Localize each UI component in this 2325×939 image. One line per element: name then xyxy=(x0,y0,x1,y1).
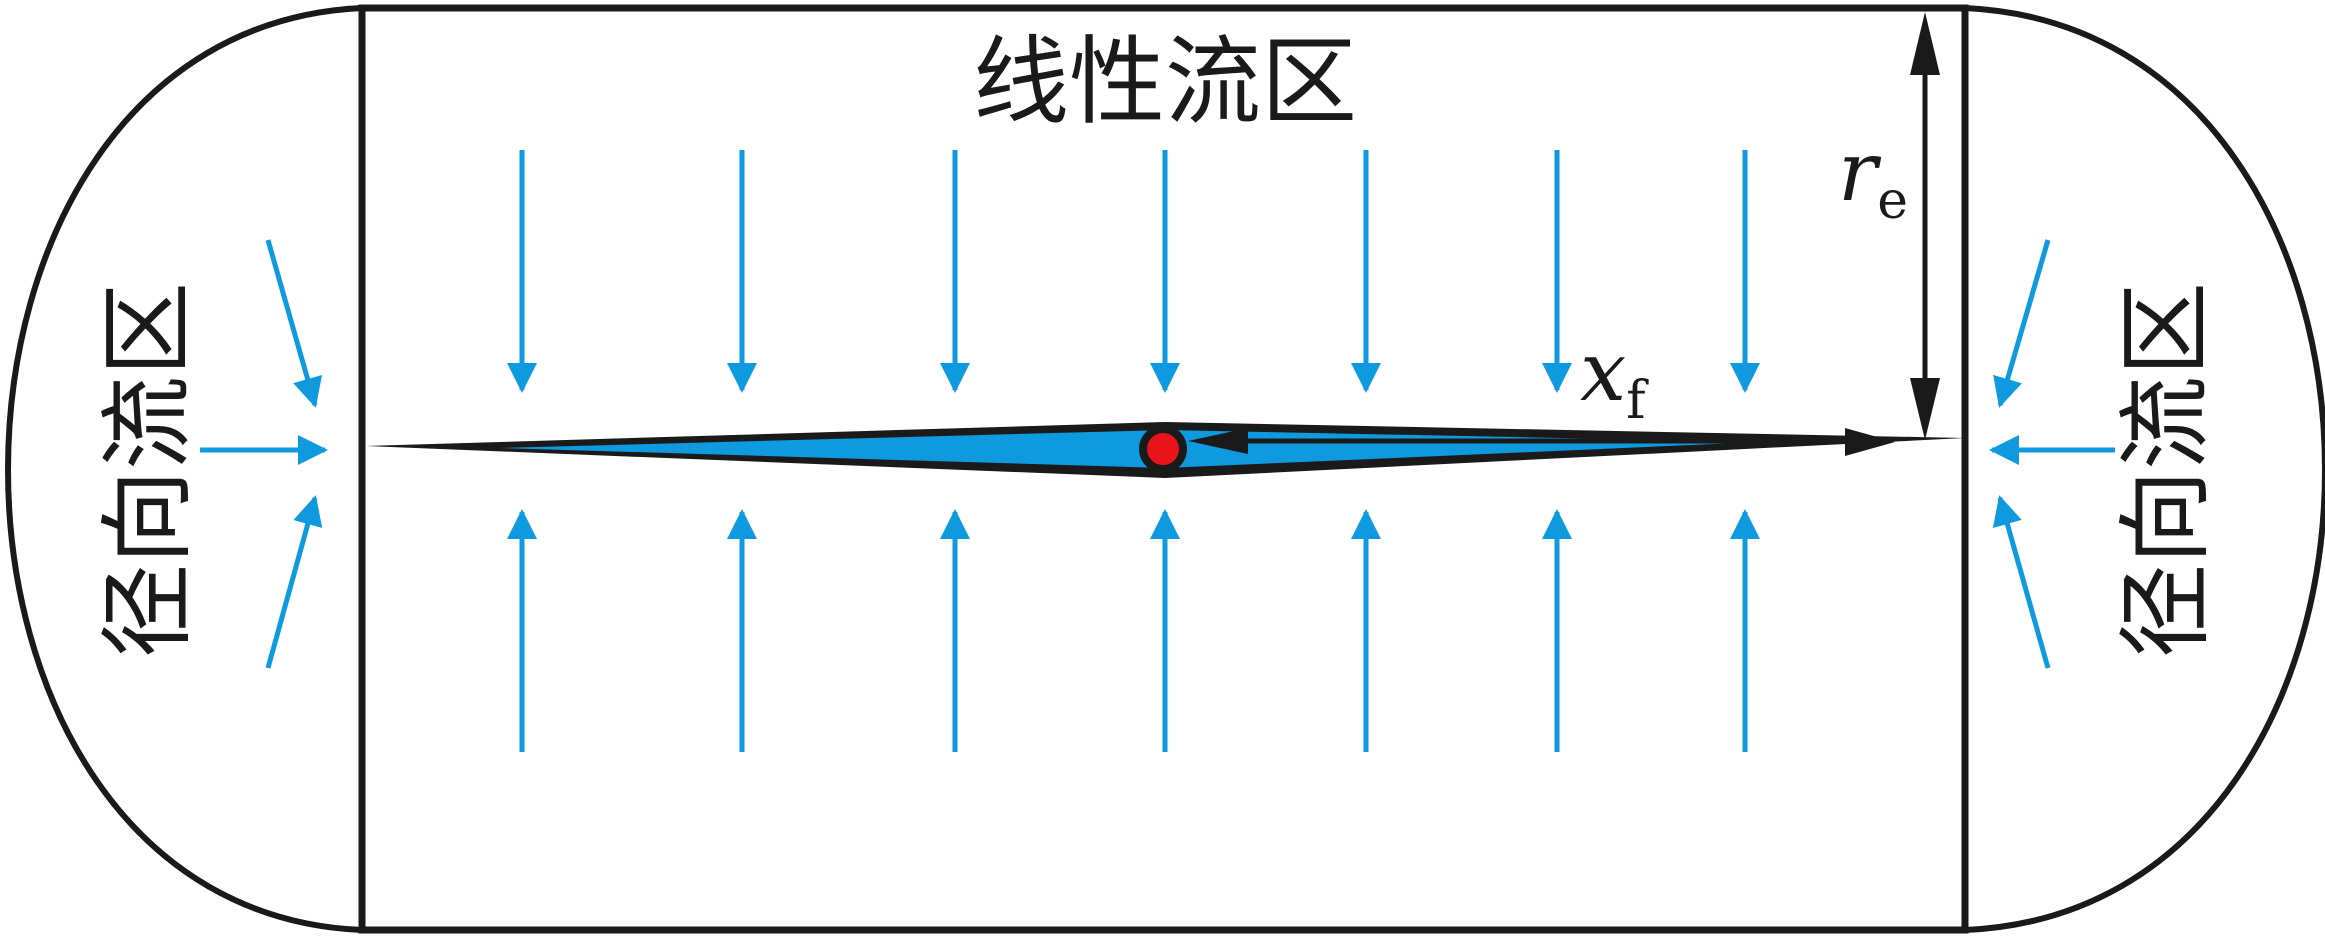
left-radial-boundary xyxy=(5,5,363,933)
re-arrowhead-top xyxy=(1910,12,1940,75)
radial-arrow-right-upper xyxy=(1993,239,2051,408)
linear-flow-arrows-bottom xyxy=(507,509,1760,752)
linear-flow-region-label: 线性流区 xyxy=(973,26,1357,138)
radial-flow-arrows-right xyxy=(1989,239,2115,669)
linear-flow-region-box xyxy=(358,4,1969,934)
svg-text:径向流区: 径向流区 xyxy=(2112,282,2221,658)
xf-label: xf xyxy=(1580,325,1649,431)
well-marker xyxy=(1139,425,1187,473)
linear-flow-arrows-top xyxy=(507,150,1760,393)
svg-text:径向流区: 径向流区 xyxy=(94,282,203,658)
radial-arrow-left-lower xyxy=(265,495,323,669)
xf-label-sub: f xyxy=(1626,371,1649,431)
re-arrowhead-bottom xyxy=(1910,378,1940,440)
radial-flow-region-label-left: 径向流区 xyxy=(94,282,203,658)
re-label-main: r xyxy=(1838,125,1882,220)
xf-arrowhead-left xyxy=(1188,428,1248,454)
xf-arrowhead-right xyxy=(1845,428,1895,456)
radial-flow-arrows-left xyxy=(200,239,328,669)
xf-label-main: x xyxy=(1580,325,1626,420)
radial-flow-region-label-right: 径向流区 xyxy=(2112,282,2221,658)
re-label-sub: e xyxy=(1877,171,1908,231)
radial-arrow-right-lower xyxy=(1992,495,2051,669)
re-label: re xyxy=(1838,125,1908,231)
radial-arrow-left-upper xyxy=(265,239,323,408)
